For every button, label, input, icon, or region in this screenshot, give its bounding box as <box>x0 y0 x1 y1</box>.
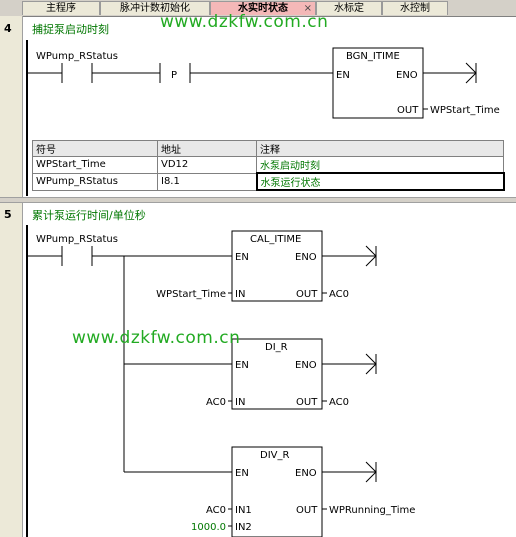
en-pin: EN <box>235 252 249 263</box>
out-pin: OUT <box>296 397 318 408</box>
en-pin: EN <box>235 468 249 479</box>
tab-label: 水控制 <box>400 3 430 14</box>
in-variable[interactable]: WPStart_Time <box>156 289 226 300</box>
address-cell[interactable]: VD12 <box>157 156 257 174</box>
block-name: DI_R <box>265 342 288 353</box>
contact-label: WPump_RStatus <box>36 234 118 245</box>
close-icon[interactable]: × <box>303 3 312 14</box>
tab-main-program[interactable]: 主程序 <box>22 1 100 15</box>
in-pin: IN <box>235 289 245 300</box>
tab-pulse-count-init[interactable]: 脉冲计数初始化 <box>100 1 210 15</box>
out-pin: OUT <box>296 505 318 516</box>
tab-label: 主程序 <box>46 3 76 14</box>
tab-water-calibration[interactable]: 水标定 <box>316 1 382 15</box>
eno-pin: ENO <box>295 468 317 479</box>
watermark: www.dzkfw.com.cn <box>72 328 241 348</box>
out-pin: OUT <box>296 289 318 300</box>
header-address: 地址 <box>157 140 257 157</box>
rung-network-5 <box>28 230 377 537</box>
symbol-cell[interactable]: WPStart_Time <box>32 156 158 174</box>
tab-water-realtime-status[interactable]: 水实时状态 × <box>210 1 316 15</box>
in1-pin: IN1 <box>235 505 252 516</box>
symbol-cell[interactable]: WPump_RStatus <box>32 172 158 191</box>
editor-tab-bar: 主程序 脉冲计数初始化 水实时状态 × 水标定 水控制 <box>0 0 516 17</box>
out-variable[interactable]: WPRunning_Time <box>329 505 415 516</box>
block-name: DIV_R <box>260 450 289 461</box>
symbol-table-row[interactable]: WPump_RStatus I8.1 水泵运行状态 <box>32 172 505 191</box>
symbol-table-header: 符号 地址 注释 <box>32 140 504 157</box>
out-pin: OUT <box>397 105 419 116</box>
out-variable[interactable]: AC0 <box>329 289 349 300</box>
watermark: www.dzkfw.com.cn <box>160 12 329 32</box>
tab-label: 水实时状态 <box>238 3 288 14</box>
in-pin: IN <box>235 397 245 408</box>
en-pin: EN <box>336 70 350 81</box>
symbol-table: 符号 地址 注释 WPStart_Time VD12 水泵启动时刻 WPump_… <box>32 140 505 191</box>
network-gutter <box>0 16 23 537</box>
rung-network-4 <box>28 47 477 119</box>
block-name: BGN_ITIME <box>346 51 400 62</box>
eno-pin: ENO <box>396 70 418 81</box>
contact-label: WPump_RStatus <box>36 51 118 62</box>
comment-cell[interactable]: 水泵启动时刻 <box>256 156 504 174</box>
block-name: CAL_ITIME <box>250 234 301 245</box>
comment-cell[interactable]: 水泵运行状态 <box>255 172 505 191</box>
tab-water-control[interactable]: 水控制 <box>382 1 448 15</box>
eno-pin: ENO <box>295 360 317 371</box>
network-comment[interactable]: 累计泵运行时间/单位秒 <box>32 209 146 222</box>
header-comment: 注释 <box>256 140 504 157</box>
edge-contact-label: P <box>171 70 177 81</box>
header-symbol: 符号 <box>32 140 158 157</box>
symbol-table-row[interactable]: WPStart_Time VD12 水泵启动时刻 <box>32 156 504 174</box>
address-cell[interactable]: I8.1 <box>157 172 257 191</box>
in-variable[interactable]: AC0 <box>206 397 226 408</box>
network-comment[interactable]: 捕捉泵启动时刻 <box>32 23 109 36</box>
power-rail <box>26 40 28 196</box>
power-rail <box>26 225 28 537</box>
tab-label: 水标定 <box>334 3 364 14</box>
in1-variable[interactable]: AC0 <box>206 505 226 516</box>
in2-constant[interactable]: 1000.0 <box>191 522 226 533</box>
tab-label: 脉冲计数初始化 <box>120 3 190 14</box>
network-separator <box>0 197 516 203</box>
network-number[interactable]: 5 <box>4 208 12 221</box>
out-variable[interactable]: WPStart_Time <box>430 105 500 116</box>
en-pin: EN <box>235 360 249 371</box>
eno-pin: ENO <box>295 252 317 263</box>
out-variable[interactable]: AC0 <box>329 397 349 408</box>
network-number[interactable]: 4 <box>4 22 12 35</box>
in2-pin: IN2 <box>235 522 252 533</box>
